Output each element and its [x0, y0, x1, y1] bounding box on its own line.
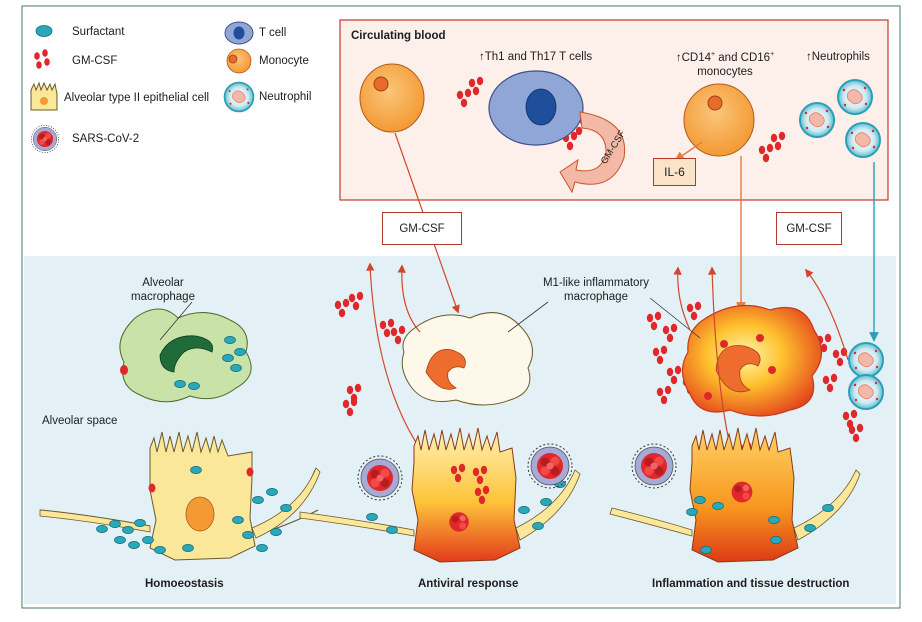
legend-neutrophil-label: Neutrophil — [259, 91, 312, 103]
legend-monocyte-label: Monocyte — [259, 55, 309, 67]
antiviral-macrophage-cell — [401, 312, 533, 406]
legend-gmcsf-icon — [34, 49, 50, 69]
legend-tcell-icon — [224, 21, 254, 45]
neutrophils-label: ↑Neutrophils — [806, 51, 870, 63]
il6-box: IL-6 — [653, 158, 696, 186]
legend-at2-label: Alveolar type II epithelial cell — [64, 92, 210, 104]
antiviral-virus-particles — [357, 443, 573, 532]
legend-neutrophil-icon — [223, 81, 255, 113]
stage-homoeostasis-label: Homoeostasis — [145, 578, 224, 590]
legend-at2-cell-icon — [30, 81, 58, 111]
stage-inflammation-label: Inflammation and tissue destruction — [652, 578, 850, 590]
m1-inflammatory-macrophage-cell — [681, 304, 823, 417]
legend-gmcsf-label: GM-CSF — [72, 55, 118, 67]
antiviral-at2-cell — [299, 427, 581, 563]
stage-antiviral-label: Antiviral response — [418, 578, 519, 590]
homoeostasis-at2-cell — [39, 431, 321, 561]
monocytes-label: ↑CD14+ and CD16+ monocytes — [675, 51, 775, 78]
legend-monocyte-icon — [226, 48, 252, 74]
legend-surfactant-icon — [35, 25, 53, 37]
gmcsf-box-right: GM-CSF — [776, 212, 842, 245]
blood-cd14-cd16-monocyte — [683, 83, 755, 157]
alveolar-macrophage-cell — [119, 308, 252, 403]
tcell-gmcsf-autocrine-arrow — [559, 111, 626, 194]
inflammation-at2-cell — [609, 427, 861, 563]
circulating-blood-title: Circulating blood — [351, 30, 446, 42]
legend-tcell-label: T cell — [259, 27, 287, 39]
legend-surfactant-label: Surfactant — [72, 26, 125, 38]
gmcsf-box-left: GM-CSF — [382, 212, 462, 245]
legend-sars-label: SARS-CoV-2 — [72, 133, 140, 145]
blood-tcell — [488, 70, 584, 146]
blood-monocyte-cell — [359, 63, 425, 133]
alveolar-space-label: Alveolar space — [42, 415, 118, 427]
th-cells-label: ↑Th1 and Th17 T cells — [479, 51, 593, 63]
